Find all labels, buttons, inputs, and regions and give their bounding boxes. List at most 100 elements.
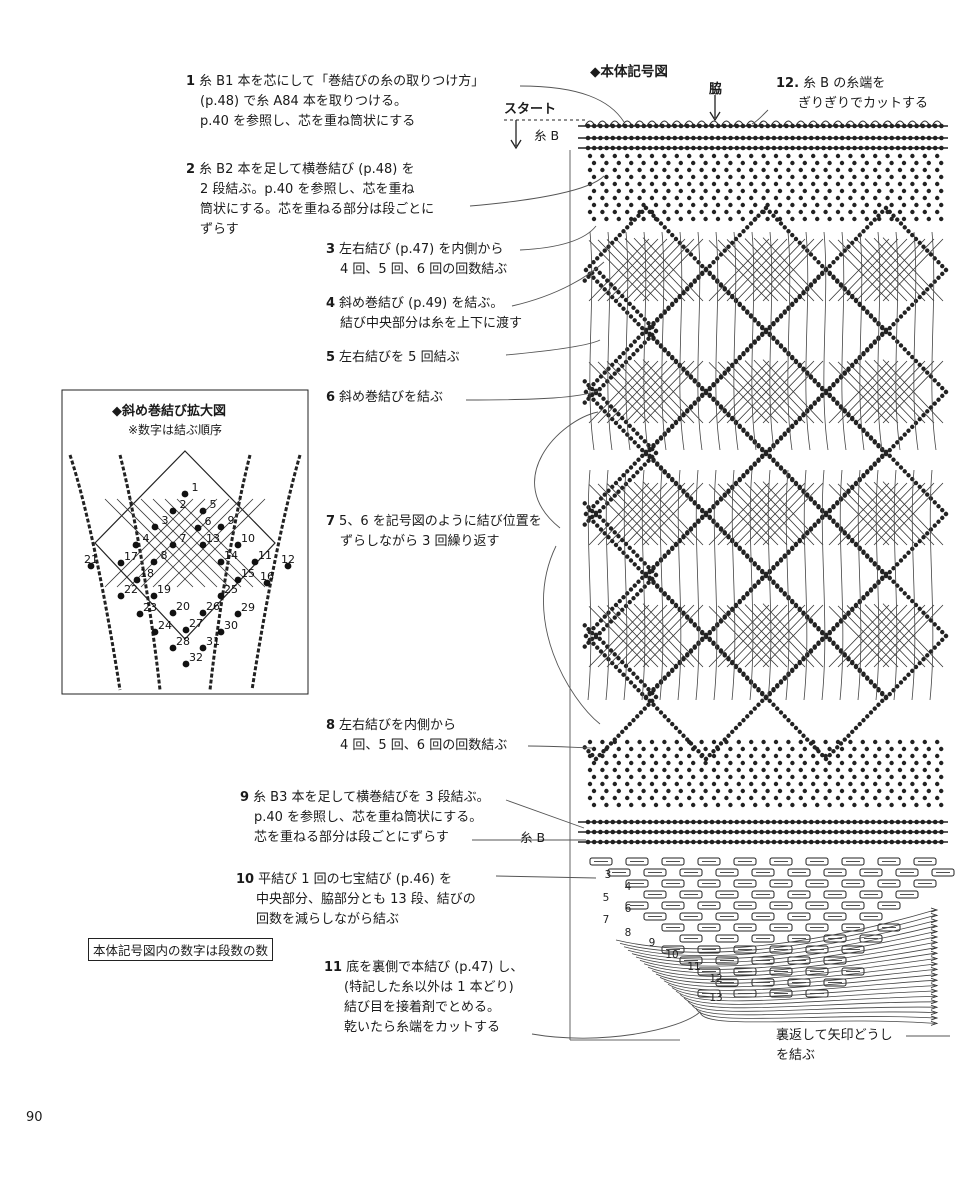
cord-arrow [930, 913, 939, 918]
detail-cross-line [176, 498, 266, 588]
clove-hitch [666, 819, 671, 825]
lattice-diamond [703, 327, 829, 457]
free-cord [695, 469, 700, 701]
clove-hitch [908, 123, 913, 129]
clove-hitch [703, 135, 709, 141]
clove-hitch [846, 839, 851, 845]
clove-hitch [815, 839, 820, 845]
clove-hitch [684, 123, 690, 129]
clove-hitch [926, 839, 932, 845]
clove-hitch [827, 123, 833, 129]
clove-hitch [598, 829, 603, 835]
detail-knot-dot [136, 610, 144, 618]
clove-hitch [740, 123, 746, 129]
clove-hitch [728, 123, 733, 129]
detail-knot-dot [132, 541, 140, 549]
clove-hitch [939, 145, 944, 151]
clove-hitch [889, 123, 895, 129]
free-cord [625, 231, 631, 451]
clove-hitch [629, 839, 634, 845]
page-number: 90 [26, 1110, 43, 1125]
step-12: 12.糸 B の糸端を ぎりぎりでカットする [776, 76, 929, 111]
alternating-knot-chain [786, 153, 795, 222]
leader-line [505, 799, 585, 829]
clove-hitch [821, 839, 826, 845]
clove-hitch [926, 829, 932, 835]
clove-hitch [889, 839, 895, 845]
converging-cord [695, 1007, 936, 1019]
clove-hitch [858, 123, 864, 129]
cord-arrow [930, 956, 939, 961]
clove-hitch [771, 123, 777, 129]
detail-knot-number: 22 [124, 583, 138, 596]
cord-arrow [930, 961, 939, 967]
clove-hitch [598, 819, 603, 825]
detail-knot-dot [199, 609, 207, 617]
clove-hitch [740, 135, 746, 141]
clove-hitch [790, 135, 795, 141]
alternating-knot-chain [711, 153, 721, 222]
clove-hitch [821, 819, 826, 825]
clove-hitch [765, 123, 771, 129]
clove-hitch [635, 123, 640, 129]
alternating-knot-chain [625, 739, 634, 808]
clove-hitch [591, 819, 597, 825]
clove-hitch [728, 819, 733, 825]
row-number: 6 [625, 903, 632, 915]
start-label: スタート [504, 102, 557, 117]
clove-hitch [753, 123, 758, 129]
clove-hitch [672, 145, 678, 151]
clove-hitch [622, 829, 628, 835]
clove-hitch [926, 123, 932, 129]
alternating-knot-chain [600, 153, 609, 222]
clove-hitch [784, 123, 789, 129]
clove-hitch [815, 123, 820, 129]
clove-hitch [815, 829, 820, 835]
clove-hitch [920, 829, 926, 835]
alternating-knot-chain [935, 153, 944, 222]
clove-hitch [722, 829, 727, 835]
clove-hitch [684, 829, 690, 835]
alternating-knot-chain [873, 739, 882, 808]
clove-hitch [846, 135, 851, 141]
clove-hitch [932, 839, 938, 845]
clove-hitch [585, 839, 591, 845]
clove-hitch [728, 135, 733, 141]
free-cord [877, 231, 883, 451]
detail-knot-dot [199, 507, 207, 515]
clove-hitch [647, 829, 653, 835]
converging-cord [651, 958, 936, 981]
clove-hitch [870, 145, 876, 151]
row-number: 7 [603, 914, 610, 926]
lattice-diamond [703, 449, 829, 579]
clove-hitch [895, 839, 901, 845]
free-cord [841, 231, 847, 451]
detail-knot-dot [263, 579, 271, 587]
converging-cord [679, 994, 936, 1005]
alternating-knot-chain [736, 739, 745, 808]
clove-hitch [734, 839, 740, 845]
cord-arrow [930, 929, 939, 934]
alternating-knot-chain [736, 153, 745, 222]
clove-hitch [660, 819, 665, 825]
clove-hitch [604, 829, 609, 835]
clove-hitch [666, 829, 671, 835]
lattice-diamond [763, 510, 889, 640]
detail-cross-line [140, 498, 230, 588]
alternating-knot-chain [587, 739, 597, 808]
clove-hitch [883, 123, 888, 129]
clove-hitch [641, 819, 647, 825]
converging-cord [635, 936, 936, 967]
clove-hitch [678, 839, 684, 845]
clove-hitch [939, 829, 944, 835]
clove-hitch [647, 123, 653, 129]
clove-hitch [715, 135, 721, 141]
clove-hitch [889, 829, 895, 835]
clove-hitch [827, 829, 833, 835]
detail-knot-number: 10 [241, 532, 255, 545]
lattice-diamond [583, 327, 709, 457]
detail-knot-dot [150, 592, 158, 600]
clove-hitch [610, 145, 616, 151]
clove-hitch [777, 123, 783, 129]
